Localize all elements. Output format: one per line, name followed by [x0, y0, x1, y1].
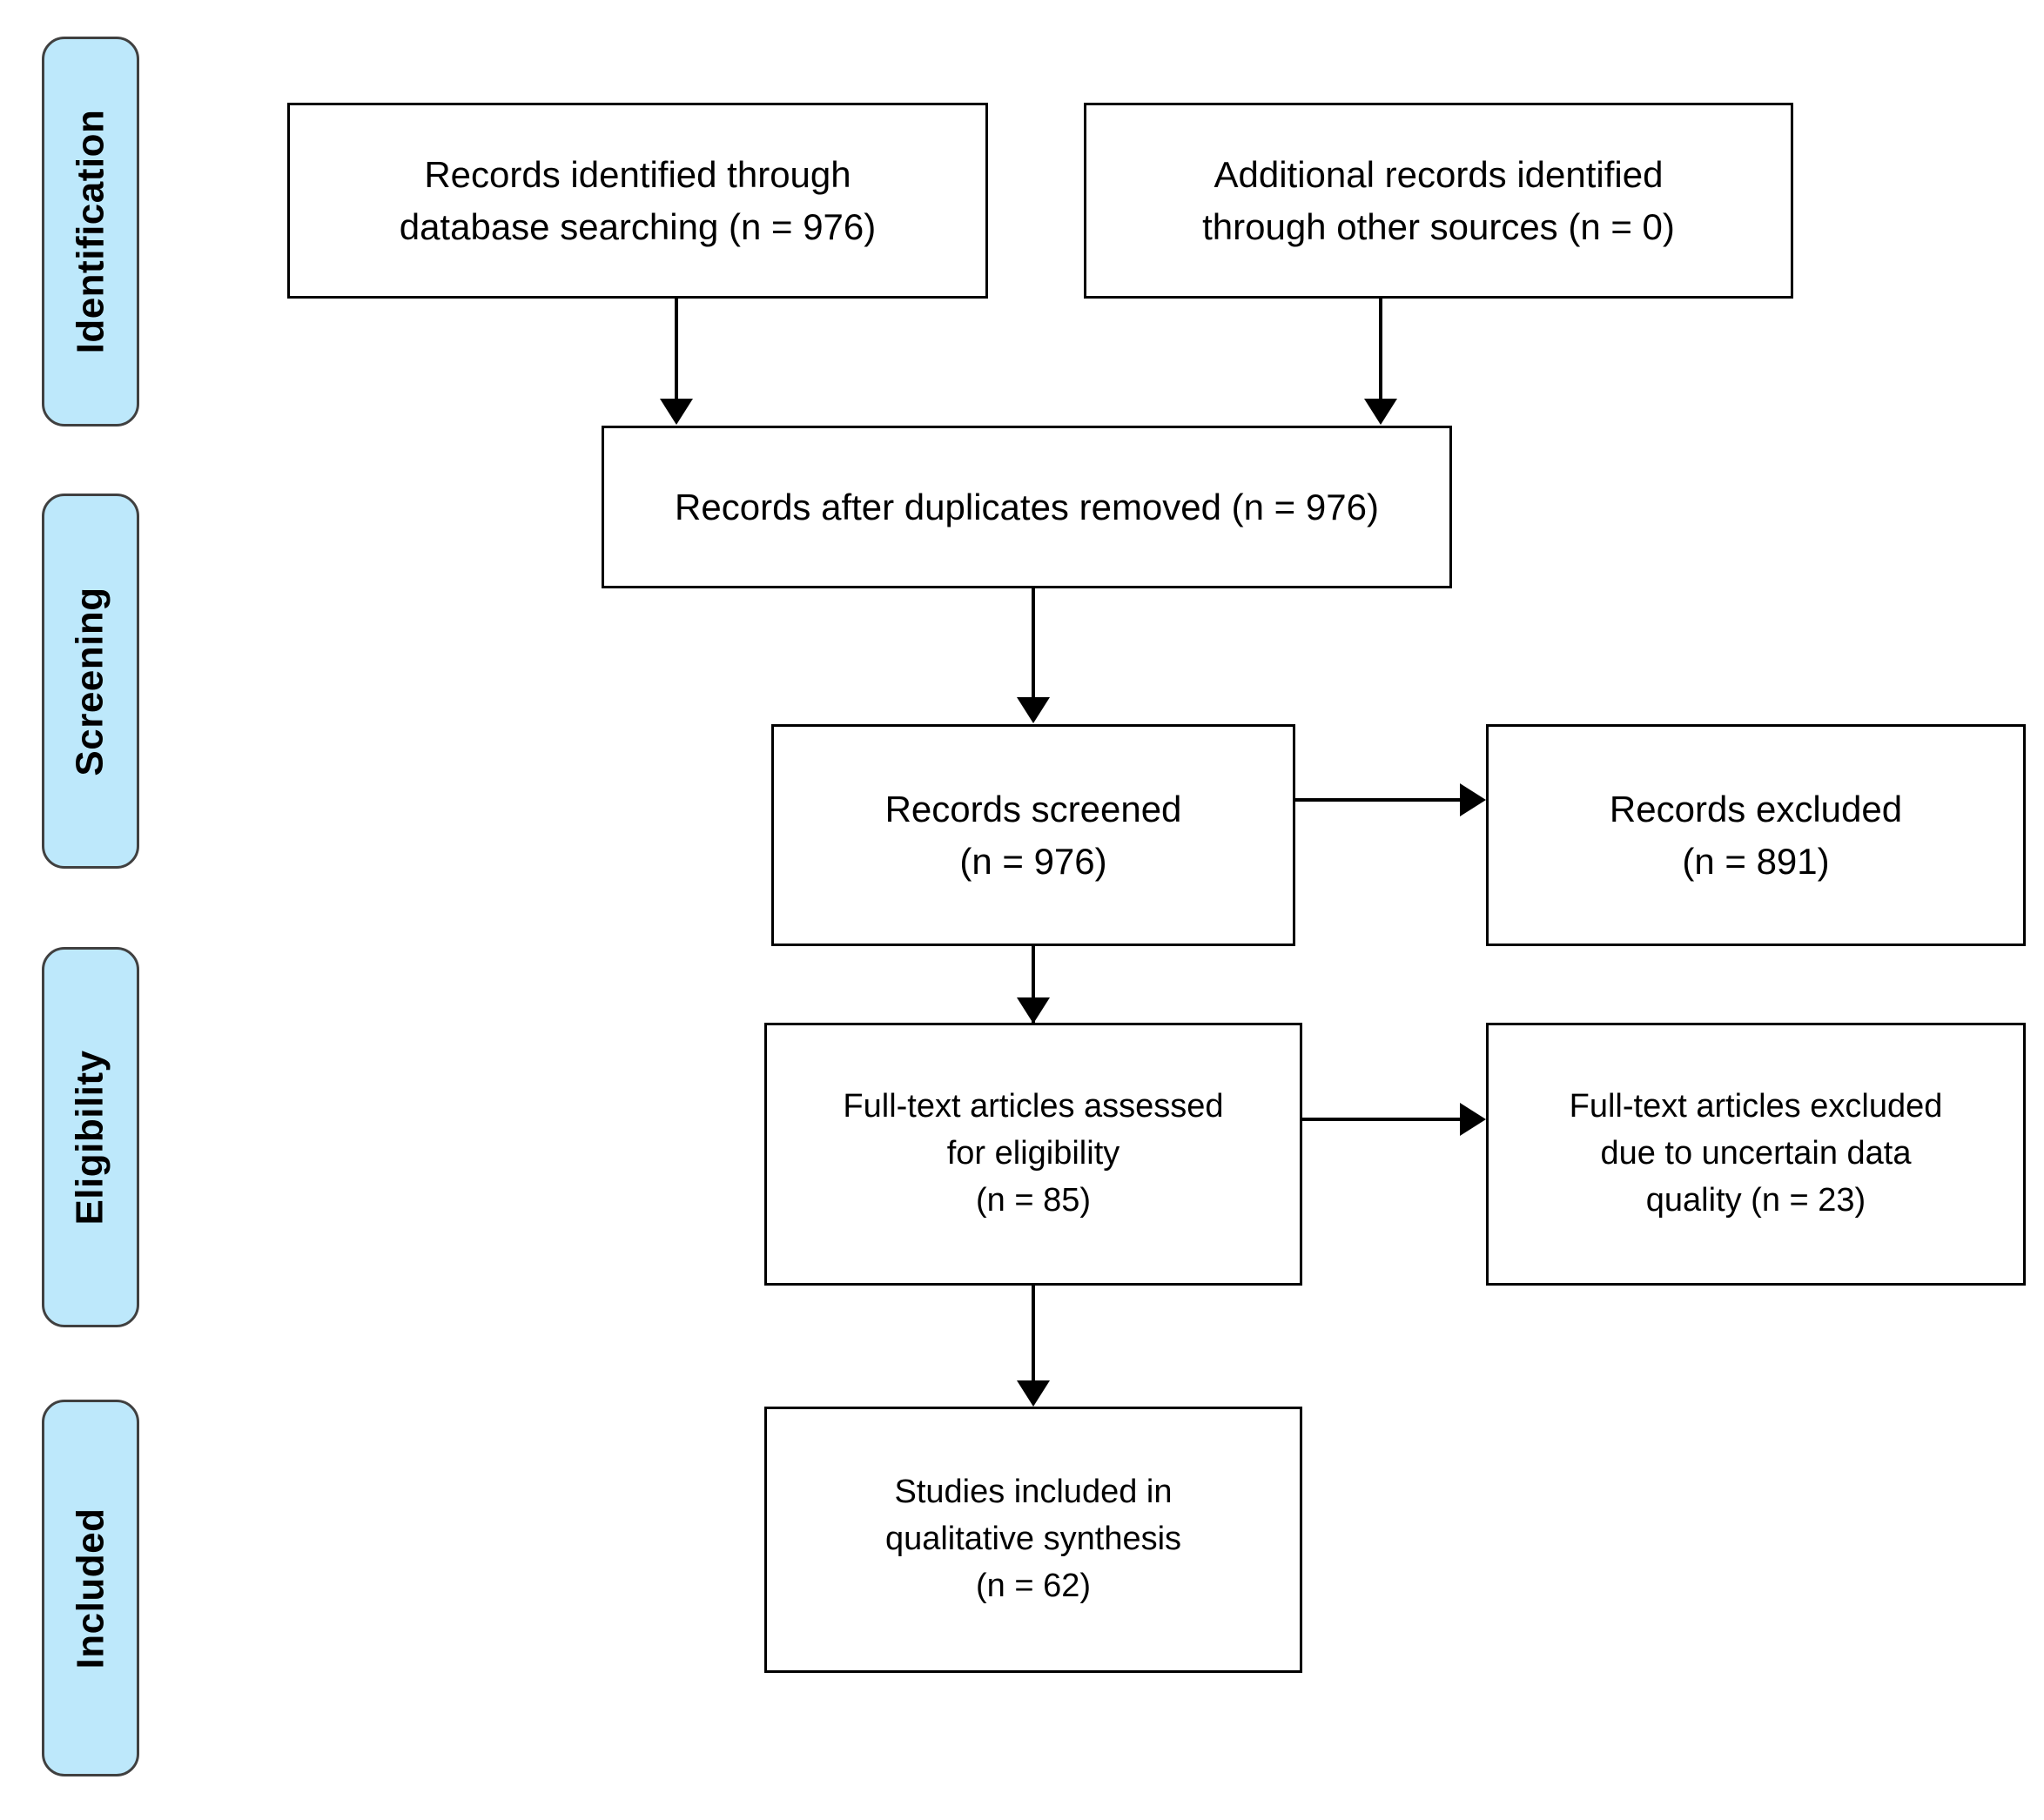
stage-label-identification: Identification: [42, 37, 139, 426]
box-records-after-duplicates-removed-text: Records after duplicates removed (n = 97…: [675, 486, 1379, 527]
connector-database-to-duplicates-arrowhead: [660, 399, 693, 425]
box-studies-included-text: Studies included in qualitative synthesi…: [884, 1474, 1182, 1604]
connector-other-sources-to-duplicates-line: [1379, 299, 1382, 400]
stage-label-identification-text: Identification: [69, 109, 111, 354]
stage-label-included: Included: [42, 1400, 139, 1776]
connector-duplicates-to-screened-line: [1032, 588, 1035, 699]
connector-fulltext-to-included-line: [1032, 1286, 1035, 1382]
box-records-screened: Records screened (n = 976): [771, 724, 1295, 946]
stage-label-screening: Screening: [42, 494, 139, 869]
box-records-excluded: Records excluded (n = 891): [1486, 724, 2026, 946]
stage-label-eligibility-text: Eligibility: [69, 1049, 112, 1226]
connector-duplicates-to-screened-arrowhead: [1017, 697, 1050, 723]
connector-fulltext-to-included-arrowhead: [1017, 1380, 1050, 1407]
stage-label-included-text: Included: [69, 1508, 111, 1669]
stage-label-eligibility: Eligibility: [42, 947, 139, 1327]
connector-screened-to-excluded-arrowhead: [1460, 783, 1486, 816]
box-records-identified-other-sources-text: Additional records identified through ot…: [1202, 153, 1675, 247]
box-records-screened-text: Records screened (n = 976): [884, 788, 1182, 882]
connector-screened-to-excluded-line: [1295, 798, 1461, 802]
box-fulltext-articles-assessed: Full-text articles assessed for eligibil…: [764, 1023, 1302, 1286]
connector-other-sources-to-duplicates-arrowhead: [1364, 399, 1397, 425]
box-studies-included: Studies included in qualitative synthesi…: [764, 1407, 1302, 1673]
connector-fulltext-to-excluded-line: [1302, 1118, 1461, 1121]
box-records-excluded-text: Records excluded (n = 891): [1609, 788, 1903, 882]
stage-label-screening-text: Screening: [69, 586, 111, 776]
box-fulltext-articles-excluded-text: Full-text articles excluded due to uncer…: [1569, 1088, 1943, 1219]
box-fulltext-articles-assessed-text: Full-text articles assessed for eligibil…: [843, 1088, 1224, 1219]
connector-screened-to-fulltext-arrowhead: [1017, 997, 1050, 1024]
connector-database-to-duplicates-line: [675, 299, 678, 400]
box-records-identified-database: Records identified through database sear…: [287, 103, 988, 299]
box-records-identified-database-text: Records identified through database sear…: [399, 153, 877, 247]
box-records-identified-other-sources: Additional records identified through ot…: [1084, 103, 1793, 299]
connector-screened-to-fulltext-line: [1032, 946, 1035, 1024]
box-records-after-duplicates-removed: Records after duplicates removed (n = 97…: [602, 426, 1452, 588]
connector-fulltext-to-excluded-arrowhead: [1460, 1103, 1486, 1136]
box-fulltext-articles-excluded: Full-text articles excluded due to uncer…: [1486, 1023, 2026, 1286]
